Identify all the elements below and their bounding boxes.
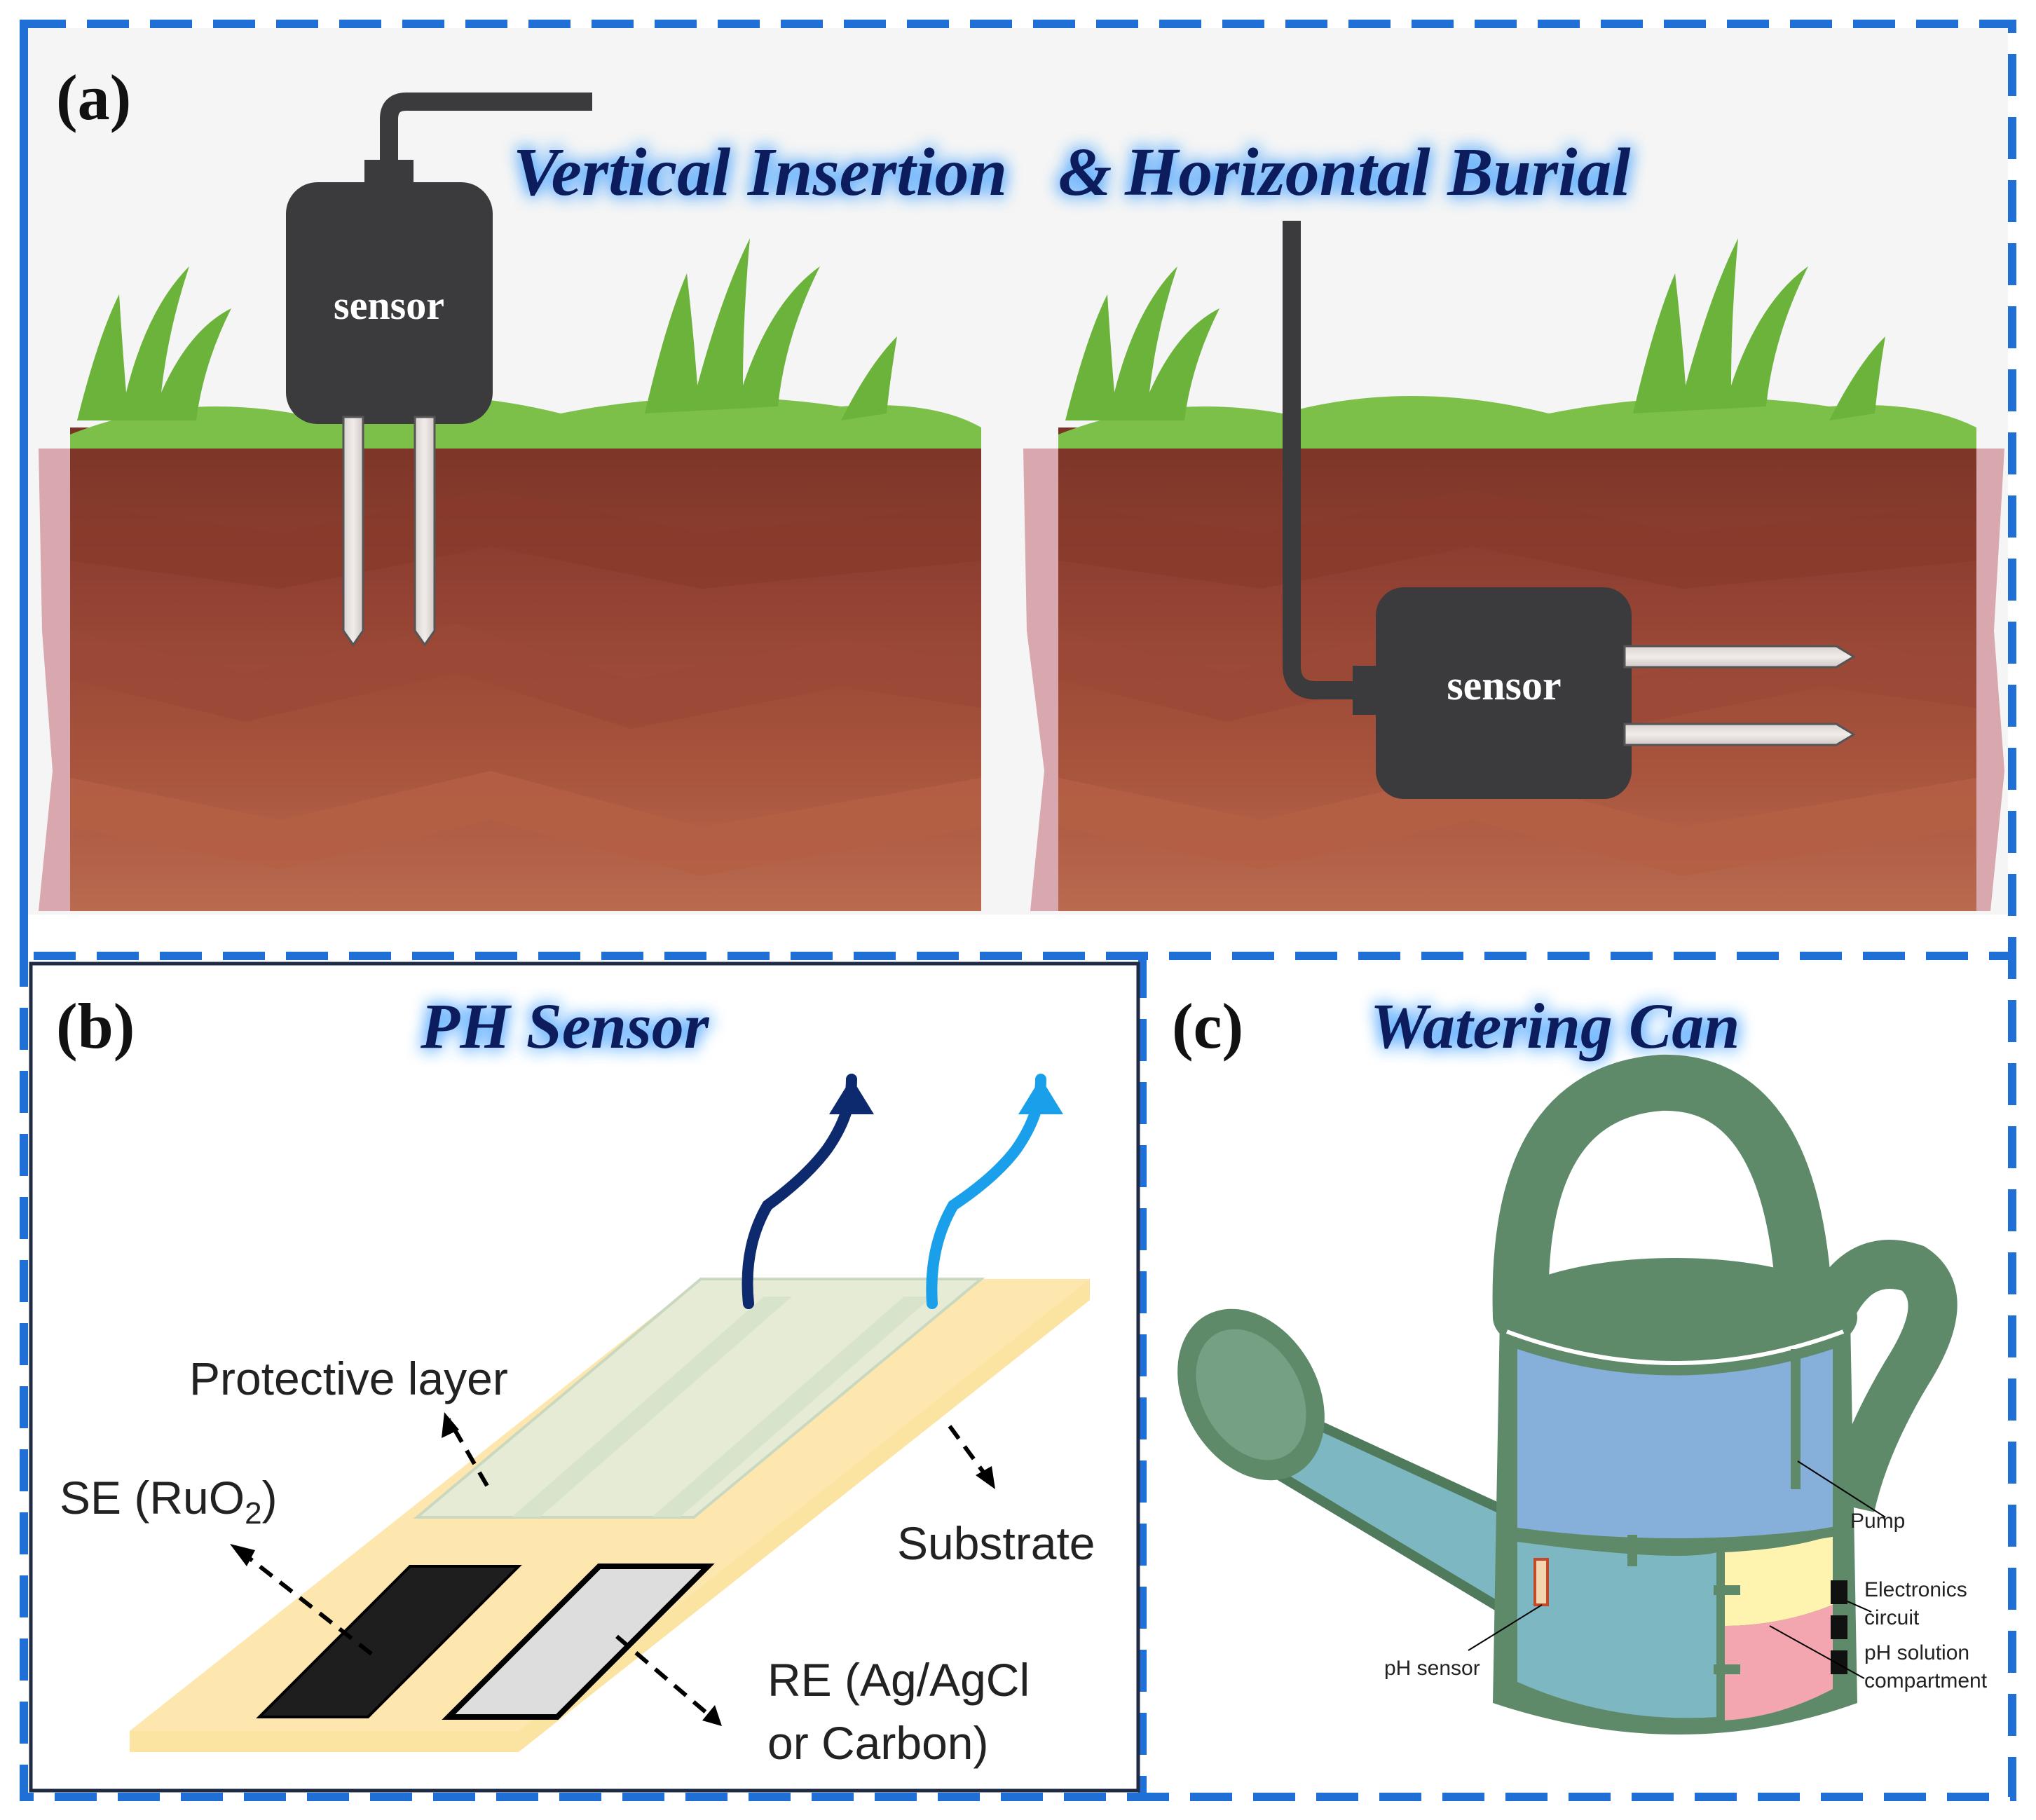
soil-stripe-left-1 xyxy=(70,491,981,589)
pump-tube xyxy=(1791,1349,1801,1489)
can-compartment-yellow xyxy=(1724,1535,1833,1626)
soil-scene-left xyxy=(39,238,981,911)
panel-b-label: (b) xyxy=(56,990,135,1062)
label-re-line2: or Carbon) xyxy=(767,1717,988,1769)
grass-tuft-left-3 xyxy=(841,336,897,420)
dropper-3 xyxy=(1714,1664,1740,1674)
grass-tuft-left-1 xyxy=(77,266,231,420)
protective-layer xyxy=(413,1278,985,1519)
panel-frames xyxy=(20,20,2016,1801)
grass-tuft-left-2 xyxy=(645,238,820,413)
pointer-electronics xyxy=(1847,1601,1872,1613)
grass-tuft-right-3 xyxy=(1829,336,1885,420)
electronics-box-3 xyxy=(1831,1650,1847,1674)
electronics-box-2 xyxy=(1831,1615,1847,1639)
arrow-up-light-icon xyxy=(1018,1078,1063,1114)
panel-a-label: (a) xyxy=(56,62,131,133)
sensor-vertical-cable xyxy=(380,93,592,168)
dropper-2 xyxy=(1714,1585,1740,1595)
arrow-se-icon xyxy=(230,1544,255,1566)
watering-can xyxy=(1177,1054,1958,1735)
can-spout-rose-face xyxy=(1196,1329,1306,1460)
can-compartment-pink xyxy=(1724,1605,1833,1720)
frame-panel-b-box xyxy=(29,962,1140,1793)
electrode-trace-1 xyxy=(512,1296,792,1517)
grass-strip-left xyxy=(70,396,981,449)
label-protective-layer: Protective layer xyxy=(189,1353,508,1404)
arrow-re-icon xyxy=(702,1705,722,1726)
probe-vertical-2 xyxy=(414,416,436,647)
label-se-subscript: 2 xyxy=(245,1496,261,1531)
soil-stripe-left-3 xyxy=(70,771,981,876)
panel-a-title: Vertical Insertion & Horizontal Burial xyxy=(513,135,1631,210)
electronics-box-1 xyxy=(1831,1580,1847,1604)
panel-b: (b) PH Sensor Protective layer SE (RuO2)… xyxy=(56,990,1095,1769)
electrode-trace-2 xyxy=(652,1296,932,1517)
sensor-horizontal-label: sensor xyxy=(1447,662,1561,709)
frame-outer xyxy=(20,20,2016,1801)
panel-a-title-part1: Vertical Insertion xyxy=(513,135,1007,210)
can-lid xyxy=(1493,1258,1857,1377)
probe-vertical-1 xyxy=(342,416,364,647)
can-lid-rim xyxy=(1505,1329,1845,1365)
pointer-se xyxy=(240,1550,373,1656)
sensing-electrode xyxy=(256,1565,522,1718)
panel-a: sensor sensor (a) Vertical Insertion & H… xyxy=(28,28,2008,915)
panel-c: (c) Watering Can xyxy=(1172,990,1988,1735)
sensor-horizontal-cable xyxy=(1283,221,1363,699)
panel-c-title: Watering Can xyxy=(1370,990,1740,1062)
soil-edge-right-inner xyxy=(1023,449,1065,911)
soil-stripe-right-3 xyxy=(1058,771,1976,876)
pointer-ph-solution xyxy=(1769,1625,1865,1679)
signal-wire-dark xyxy=(742,1074,857,1309)
arrow-up-dark-icon xyxy=(829,1078,874,1114)
panel-b-title: PH Sensor xyxy=(420,990,710,1062)
arrow-substrate-icon xyxy=(976,1466,995,1489)
label-electronics-line2: circuit xyxy=(1864,1606,1920,1629)
label-ph-solution-line1: pH solution xyxy=(1864,1641,1969,1664)
probe-horizontal-1 xyxy=(1623,645,1856,669)
pointer-pump xyxy=(1797,1460,1886,1518)
pointer-ph-sensor xyxy=(1468,1604,1543,1651)
pointer-re xyxy=(615,1634,713,1719)
soil-edge-right-outer xyxy=(1969,449,2004,911)
sensor-horizontal: sensor xyxy=(1283,221,1856,799)
sensor-vertical-label: sensor xyxy=(334,282,444,328)
label-ph-sensor: pH sensor xyxy=(1384,1657,1480,1680)
ph-probe xyxy=(1533,1558,1549,1606)
can-upper-water xyxy=(1517,1349,1833,1538)
sensor-vertical-body xyxy=(286,182,493,424)
soil-edge-left xyxy=(39,449,77,911)
label-substrate: Substrate xyxy=(897,1517,1095,1569)
label-ph-solution-line2: compartment xyxy=(1864,1669,1988,1692)
label-re-line1: RE (Ag/AgCl xyxy=(767,1654,1030,1706)
ph-sensor-device xyxy=(130,1074,1090,1752)
label-se-close: ) xyxy=(262,1472,278,1524)
panel-a-title-amp: & xyxy=(1058,135,1112,210)
grass-tuft-right-1 xyxy=(1065,266,1219,420)
probe-horizontal-2 xyxy=(1623,723,1856,746)
sensor-horizontal-body xyxy=(1376,587,1632,799)
panel-a-title-part2: Horizontal Burial xyxy=(1124,135,1631,210)
label-se-main: SE (RuO xyxy=(60,1472,245,1524)
arrow-protective-layer-icon xyxy=(442,1412,459,1438)
can-top-handle xyxy=(1492,1054,1833,1319)
can-side-handle xyxy=(1798,1240,1958,1512)
soil-stripe-left-2 xyxy=(70,624,981,729)
grass-tuft-right-2 xyxy=(1633,238,1808,413)
can-separator xyxy=(1512,1526,1838,1552)
frame-panel-a xyxy=(20,20,2016,960)
panel-c-label: (c) xyxy=(1172,990,1243,1062)
reference-electrode xyxy=(442,1564,715,1720)
signal-wire-light xyxy=(926,1074,1046,1309)
label-electronics-line1: Electronics xyxy=(1864,1578,1967,1601)
can-lower-water xyxy=(1517,1542,1717,1718)
pointer-substrate xyxy=(948,1425,990,1480)
label-pump: Pump xyxy=(1850,1510,1905,1533)
frame-panel-b-inner xyxy=(29,962,1140,1793)
sensor-vertical: sensor xyxy=(286,93,592,647)
dropper-1 xyxy=(1627,1535,1637,1566)
label-se: SE (RuO2) xyxy=(60,1472,278,1531)
